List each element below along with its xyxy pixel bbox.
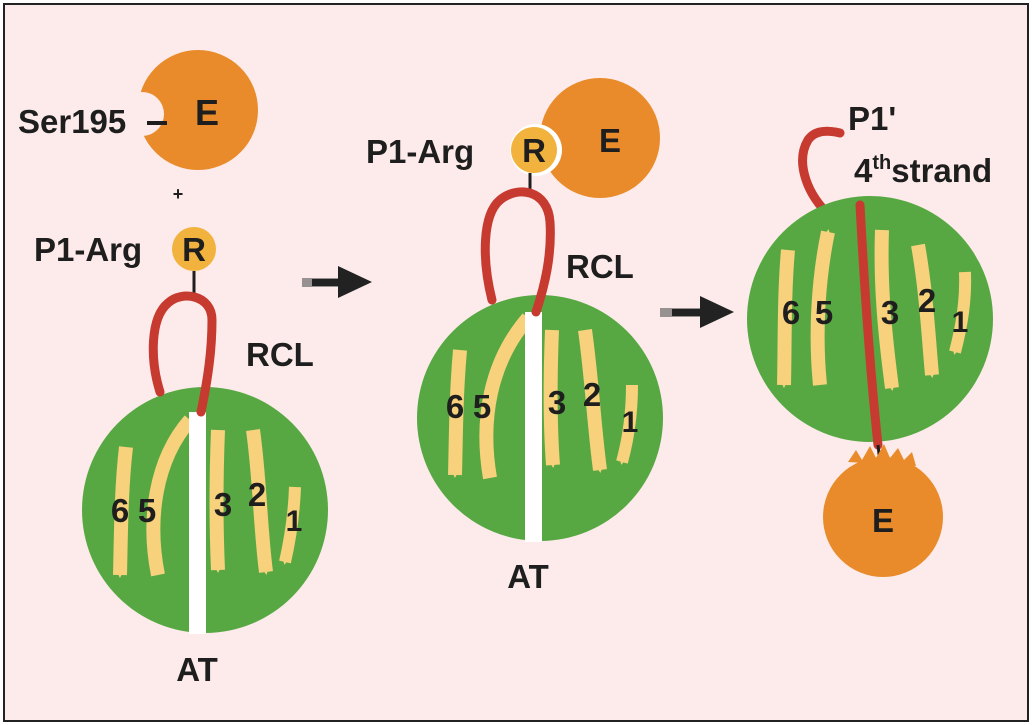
strand-label-3: 3 (214, 486, 232, 523)
strand-label-1: 1 (952, 306, 969, 339)
inserted-fourth-strand (855, 200, 883, 450)
strand-3 (209, 429, 225, 573)
strand-3 (543, 329, 560, 468)
beta-sheet-gap (189, 412, 206, 634)
strand-3 (874, 229, 899, 391)
strand-1 (279, 486, 301, 565)
reactive-center-loop (148, 291, 217, 417)
strand-label-5: 5 (815, 294, 833, 331)
reactive-center-loop (480, 187, 555, 317)
rcl-label: RCL (246, 336, 314, 373)
p1-prime-loop (798, 126, 845, 217)
strand-label-6: 6 (782, 294, 800, 331)
at-label: AT (176, 651, 218, 688)
strand-2 (911, 243, 939, 378)
fourth-superscript: th (872, 152, 891, 174)
rcl-label: RCL (566, 248, 634, 285)
panel-free-antithrombin: E Ser195 + P1-Arg R RCL 6 5 3 2 1 AT (18, 50, 328, 688)
strand-label-2: 2 (918, 282, 936, 319)
strand-label-5: 5 (138, 492, 156, 529)
fourth-word: strand (891, 152, 992, 189)
strand-6 (448, 349, 467, 478)
p1-arg-label: P1-Arg (366, 133, 474, 170)
enzyme-label: E (872, 502, 894, 539)
strand-1 (616, 384, 638, 465)
fourth-number: 4 (854, 152, 873, 189)
active-site-pocket (120, 92, 164, 136)
strand-5 (479, 313, 534, 480)
right-arrow-icon (660, 296, 734, 328)
fourth-strand-label: 4thstrand (854, 152, 992, 189)
strand-5 (810, 229, 835, 386)
strand-2 (578, 329, 607, 473)
strand-1 (949, 271, 972, 355)
strand-label-2: 2 (583, 376, 601, 413)
arginine-circle (172, 227, 216, 271)
enzyme-circle (823, 457, 943, 577)
strand-label-5: 5 (473, 388, 491, 425)
strand-label-6: 6 (446, 388, 464, 425)
enzyme-circle (540, 78, 660, 198)
strand-label-1: 1 (622, 406, 639, 439)
panel-michaelis-complex: E R P1-Arg RCL 6 5 3 2 1 AT (366, 78, 663, 595)
strand-label-3: 3 (881, 294, 899, 331)
enzyme-label: E (195, 92, 219, 133)
ser195-label: Ser195 (18, 103, 126, 140)
beta-sheet-gap (525, 312, 542, 542)
strand-label-2: 2 (248, 476, 266, 513)
strand-label-3: 3 (548, 384, 566, 421)
arginine-label: R (182, 231, 206, 268)
arginine-circle (511, 127, 557, 173)
strand-6 (777, 249, 795, 388)
p1-prime-label: P1' (848, 100, 896, 137)
strand-2 (246, 429, 273, 575)
enzyme-circle (138, 50, 258, 170)
enzyme-label: E (599, 122, 621, 159)
strand-label-6: 6 (111, 492, 129, 529)
at-label: AT (507, 558, 549, 595)
arginine-label: R (522, 132, 546, 169)
p1-arg-label: P1-Arg (34, 231, 142, 268)
strand-label-1: 1 (286, 505, 303, 538)
panel-covalent-complex: P1' 4thstrand 6 5 3 2 1 E (747, 100, 993, 577)
strand-5 (146, 415, 196, 577)
plus-sign: + (173, 184, 184, 204)
right-arrow-icon (302, 266, 372, 298)
strand-6 (113, 446, 133, 578)
